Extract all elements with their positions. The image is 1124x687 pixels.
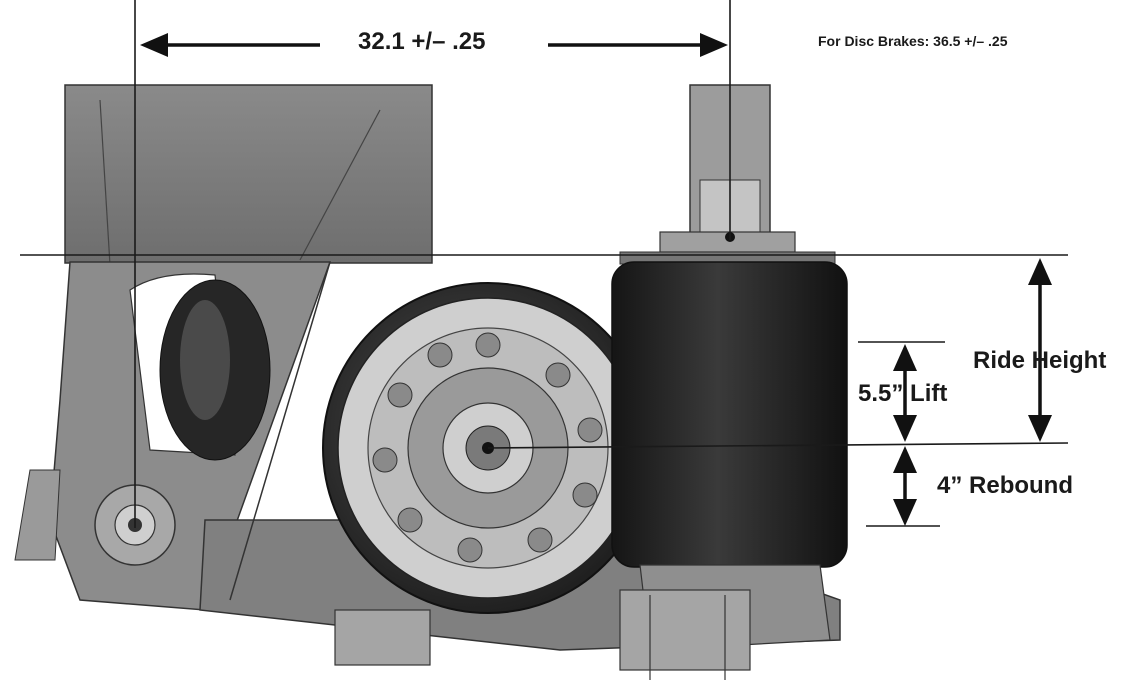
reference-lines [20,0,1069,528]
bump-stop [159,279,271,461]
pivot-to-axle-dimension: 32.1 +/– .25 [358,28,486,55]
axle-centerline [487,442,1069,449]
air-spring-post [659,84,796,253]
rebound-label: 4” Rebound [937,472,1073,499]
pivot-bushing [94,484,176,566]
dimension-arrows [140,33,1052,526]
ride-height-label: Ride Height [973,347,1107,374]
axle-hardware [334,589,751,680]
disc-brake-note: For Disc Brakes: 36.5 +/– .25 [818,33,1008,49]
hanger-box [64,84,433,266]
lift-label: 5.5” Lift [858,380,948,407]
